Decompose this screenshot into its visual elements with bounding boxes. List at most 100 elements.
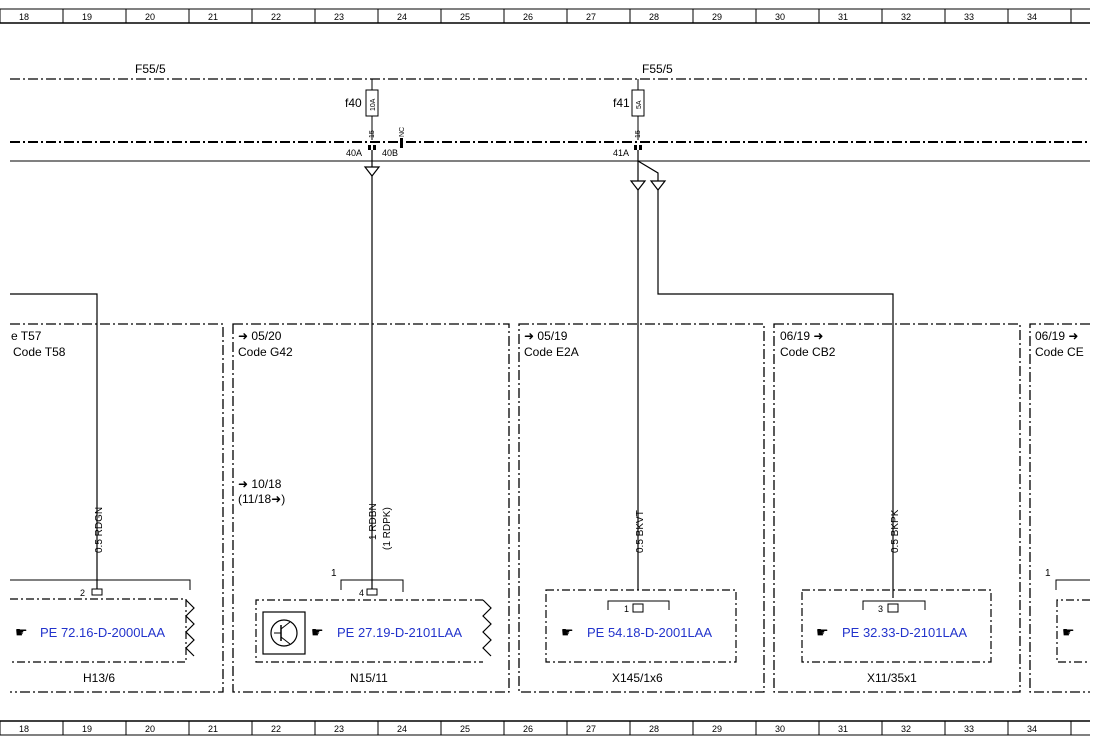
module-n15-11-code-line2: Code G42 xyxy=(238,345,293,359)
fuse-f41: 5A f41 15 41A xyxy=(613,79,645,158)
bottom-grid-number: 27 xyxy=(586,724,596,734)
top-grid-number: 31 xyxy=(838,12,848,22)
module-x11-component: X11/35x1 xyxy=(867,671,917,685)
fuse-f41-pin-a: 41A xyxy=(613,148,629,158)
top-grid-number: 28 xyxy=(649,12,659,22)
module-n15-11-component: N15/11 xyxy=(350,671,388,685)
module-partial-code-line2: Code CE xyxy=(1035,345,1084,359)
top-grid-ruler: 18 19 20 21 22 23 24 25 26 27 28 29 30 31 32 33 34 xyxy=(0,8,1090,24)
module-x145-code-line2: Code E2A xyxy=(524,345,579,359)
wire-bkvt-splice-triangle xyxy=(629,180,647,191)
bottom-grid-number: 21 xyxy=(208,724,218,734)
wire-bkpk-splice-triangle xyxy=(649,180,667,191)
top-grid-number: 20 xyxy=(145,12,155,22)
module-h13-6-ref-hand-icon[interactable]: ☛ xyxy=(15,624,28,640)
module-x145-code-line1: ➜ 05/19 xyxy=(524,329,568,343)
top-grid-number: 29 xyxy=(712,12,722,22)
module-x145-component: X145/1x6 xyxy=(612,671,663,685)
top-grid-number: 27 xyxy=(586,12,596,22)
module-n15-11-ref-link[interactable]: PE 27.19-D-2101LAA xyxy=(337,625,462,640)
fuse-rail-left-label: F55/5 xyxy=(135,62,166,76)
bottom-grid-number: 23 xyxy=(334,724,344,734)
module-partial-right: 06/19 ➜ Code CE 1 ☛ xyxy=(1035,329,1090,663)
bottom-grid-number: 29 xyxy=(712,724,722,734)
transistor-icon xyxy=(262,611,306,655)
bottom-grid-number: 28 xyxy=(649,724,659,734)
module-n15-11-wire-label-2: (1 RDPK) xyxy=(382,507,393,550)
module-h13-6-component: H13/6 xyxy=(83,671,115,685)
module-boxes xyxy=(10,323,1090,693)
module-n15-11-pin: 4 xyxy=(359,588,364,598)
bottom-grid-number: 19 xyxy=(82,724,92,734)
bottom-grid-number: 18 xyxy=(19,724,29,734)
module-x11-wire-label: 0.5 BKPK xyxy=(890,509,901,553)
fuse-f40-pin-a: 40A xyxy=(346,148,362,158)
top-grid-number: 33 xyxy=(964,12,974,22)
module-x145-1x6: ➜ 05/19 Code E2A 0.5 BKVT 1 ☛ PE 54.18-D… xyxy=(524,329,737,685)
module-x145-wire-label: 0.5 BKVT xyxy=(635,510,646,553)
bottom-grid-number: 34 xyxy=(1027,724,1037,734)
module-n15-11-note-line2: (11/18➜) xyxy=(238,492,285,506)
module-h13-6-pin: 2 xyxy=(80,588,85,598)
module-x11-pin: 3 xyxy=(878,604,883,614)
module-x11-ref-link[interactable]: PE 32.33-D-2101LAA xyxy=(842,625,967,640)
fuse-rail-right-label: F55/5 xyxy=(642,62,673,76)
module-n15-11: ➜ 05/20 Code G42 ➜ 10/18 (11/18➜) 1 RDBN… xyxy=(238,329,492,685)
module-x11-code-line2: Code CB2 xyxy=(780,345,836,359)
module-x145-ref-hand-icon[interactable]: ☛ xyxy=(561,624,574,640)
fuse-f41-rating: 5A xyxy=(636,100,643,109)
wire-bkpk xyxy=(637,160,894,598)
fuse-f40-nc-label: NC xyxy=(399,127,406,137)
module-n15-11-connector-num: 1 xyxy=(331,568,337,579)
top-grid-number: 24 xyxy=(397,12,407,22)
module-h13-6: e T57 Code T58 0.5 RDGN 2 ☛ PE 72.16-D-2… xyxy=(10,329,195,685)
fuse-f40-top-pin: 15 xyxy=(369,130,376,138)
fuse-f40-rating: 10A xyxy=(370,98,377,111)
module-x11-ref-hand-icon[interactable]: ☛ xyxy=(816,624,829,640)
top-grid-number: 23 xyxy=(334,12,344,22)
module-n15-11-ref-hand-icon[interactable]: ☛ xyxy=(311,624,324,640)
fuse-f41-name: f41 xyxy=(613,96,630,110)
fuse-f40: 10A f40 15 40A NC 40B xyxy=(345,79,406,158)
bottom-grid-number: 24 xyxy=(397,724,407,734)
fuse-f40-pin-b: 40B xyxy=(382,148,398,158)
module-n15-11-wire-label-1: 1 RDBN xyxy=(368,503,379,540)
wire-rdgn xyxy=(10,293,98,590)
wire-rdbn-splice-triangle xyxy=(363,166,381,177)
fuse-f41-top-pin: 15 xyxy=(635,130,642,138)
module-h13-6-code-line2: Code T58 xyxy=(13,345,66,359)
top-grid-number: 19 xyxy=(82,12,92,22)
top-grid-number: 18 xyxy=(19,12,29,22)
top-grid-number: 30 xyxy=(775,12,785,22)
module-partial-ref-hand-icon[interactable]: ☛ xyxy=(1062,624,1075,640)
bottom-grid-number: 30 xyxy=(775,724,785,734)
module-x11-35x1: 06/19 ➜ Code CB2 0.5 BKPK 3 ☛ PE 32.33-D… xyxy=(780,329,992,685)
bottom-grid-number: 33 xyxy=(964,724,974,734)
module-x145-ref-link[interactable]: PE 54.18-D-2001LAA xyxy=(587,625,712,640)
bottom-grid-number: 25 xyxy=(460,724,470,734)
module-n15-11-code-line1: ➜ 05/20 xyxy=(238,329,282,343)
module-h13-6-ref-link[interactable]: PE 72.16-D-2000LAA xyxy=(40,625,165,640)
module-x145-pin: 1 xyxy=(624,604,629,614)
bottom-grid-number: 32 xyxy=(901,724,911,734)
wires xyxy=(10,150,894,598)
module-h13-6-wire-label: 0.5 RDGN xyxy=(94,507,105,553)
top-grid-number: 25 xyxy=(460,12,470,22)
top-grid-number: 21 xyxy=(208,12,218,22)
fuse-f40-name: f40 xyxy=(345,96,362,110)
top-grid-number: 34 xyxy=(1027,12,1037,22)
bottom-grid-ruler: 18 19 20 21 22 23 24 25 26 27 28 29 30 31 32 33 34 xyxy=(0,720,1090,736)
module-x11-code-line1: 06/19 ➜ xyxy=(780,329,823,343)
bottom-grid-number: 26 xyxy=(523,724,533,734)
module-partial-code-line1: 06/19 ➜ xyxy=(1035,329,1078,343)
bottom-grid-number: 22 xyxy=(271,724,281,734)
top-grid-number: 26 xyxy=(523,12,533,22)
top-grid-number: 32 xyxy=(901,12,911,22)
bottom-grid-number: 31 xyxy=(838,724,848,734)
module-n15-11-note-line1: ➜ 10/18 xyxy=(238,477,282,491)
bottom-grid-number: 20 xyxy=(145,724,155,734)
module-h13-6-code-line1: e T57 xyxy=(11,329,42,343)
top-grid-number: 22 xyxy=(271,12,281,22)
module-partial-connector-num: 1 xyxy=(1045,568,1051,579)
